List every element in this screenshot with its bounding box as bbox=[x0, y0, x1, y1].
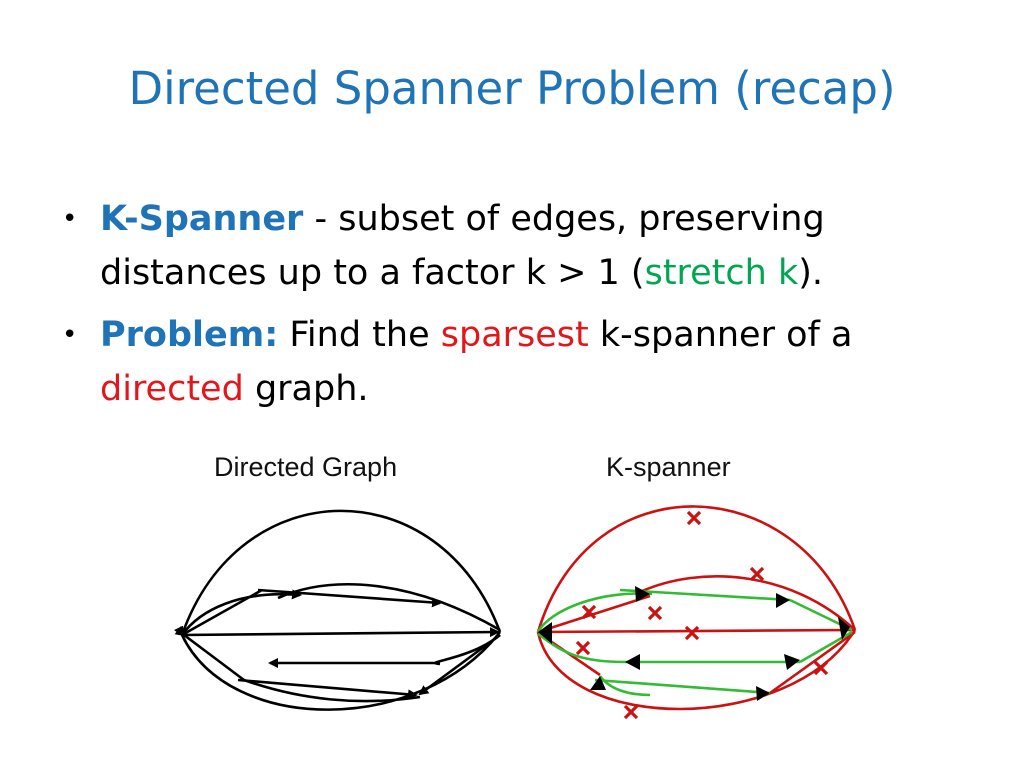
x-mark-icon bbox=[581, 604, 597, 620]
x-mark-icon bbox=[686, 510, 702, 526]
arrowhead bbox=[838, 617, 850, 640]
left-caption: Directed Graph bbox=[214, 452, 398, 482]
directed-graph bbox=[174, 509, 502, 711]
x-mark-icon bbox=[623, 704, 639, 720]
edge-mid bbox=[181, 627, 500, 638]
edge-outer-top bbox=[180, 509, 502, 636]
removed-marks bbox=[575, 510, 829, 720]
directed-highlight: directed bbox=[100, 369, 244, 409]
arrowhead bbox=[756, 686, 770, 701]
bullet-kspanner: • K-Spanner - subset of edges, preservin… bbox=[62, 192, 962, 300]
edge-lower-diag bbox=[237, 678, 418, 700]
bullet-dot: • bbox=[62, 320, 78, 350]
arrowhead bbox=[625, 654, 640, 670]
kspanner-graph bbox=[536, 505, 857, 711]
bullet-list: • K-Spanner - subset of edges, preservin… bbox=[62, 192, 962, 424]
x-mark-icon bbox=[684, 625, 700, 641]
term-problem: Problem: bbox=[100, 315, 279, 355]
slide-title: Directed Spanner Problem (recap) bbox=[128, 62, 896, 115]
edge-lower-in bbox=[418, 633, 501, 696]
edge-upper-straight bbox=[257, 588, 442, 608]
x-mark-icon bbox=[647, 605, 663, 621]
problem-text-b: k-spanner of a bbox=[588, 315, 853, 355]
removed-edge-lower-right bbox=[769, 630, 856, 695]
right-caption: K-spanner bbox=[606, 452, 731, 482]
definition-end: ). bbox=[798, 253, 824, 293]
removed-edge-upper bbox=[537, 594, 651, 634]
removed-edge-bottom bbox=[536, 629, 857, 711]
kept-edge-lower-right bbox=[799, 630, 853, 664]
edge-upper-arc bbox=[277, 583, 501, 632]
bullet-problem: • Problem: Find the sparsest k-spanner o… bbox=[62, 308, 962, 416]
kept-edge-lower-back bbox=[598, 675, 651, 697]
kept-edge-lower bbox=[537, 632, 626, 664]
edge-to-top-left bbox=[180, 589, 302, 636]
edge-lower-fan bbox=[174, 626, 245, 682]
arrowhead bbox=[784, 654, 800, 670]
removed-edge-mid bbox=[537, 628, 856, 634]
kept-edge-upper-straight bbox=[619, 588, 791, 602]
stretch-highlight: stretch k bbox=[644, 253, 799, 293]
edge-back-lower bbox=[243, 678, 421, 703]
arrowhead bbox=[635, 586, 650, 602]
removed-edge-upper-arc bbox=[639, 575, 856, 631]
arrowhead bbox=[776, 593, 790, 608]
edge-outer-bottom bbox=[174, 625, 502, 711]
kept-edge-upper bbox=[536, 592, 653, 633]
arrowhead bbox=[590, 676, 606, 690]
x-mark-icon bbox=[575, 640, 591, 656]
definition-text: - subset of edges, preserving distances … bbox=[100, 199, 825, 293]
x-mark-icon bbox=[813, 660, 829, 676]
kept-edge-lower-diag bbox=[594, 678, 771, 695]
problem-text-c: graph. bbox=[243, 369, 369, 409]
arrowhead bbox=[538, 622, 552, 644]
problem-text-a: Find the bbox=[278, 315, 441, 355]
bullet-dot: • bbox=[62, 204, 78, 234]
removed-edge-top bbox=[536, 505, 857, 633]
term-kspanner: K-Spanner bbox=[100, 199, 304, 239]
kspanner-arrows bbox=[538, 586, 850, 701]
edge-upper-fan bbox=[181, 588, 263, 637]
x-mark-icon bbox=[749, 566, 765, 582]
sparsest-highlight: sparsest bbox=[440, 315, 589, 355]
